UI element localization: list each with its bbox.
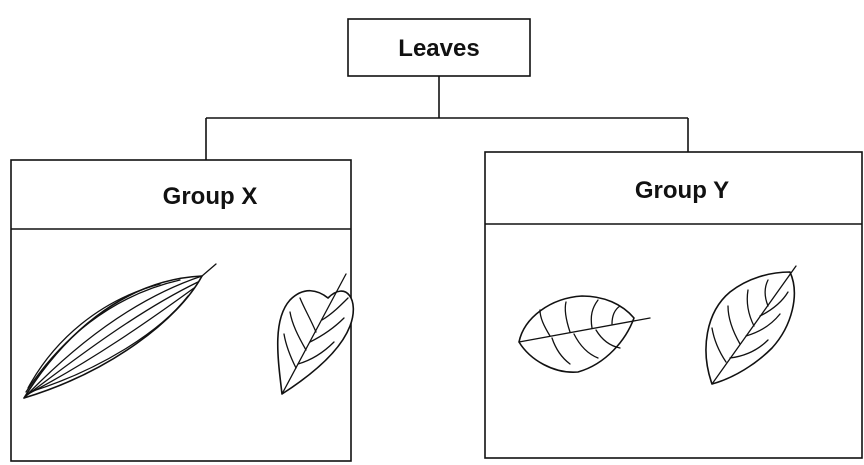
net-veined-heart-leaf-icon: [276, 273, 355, 395]
parallel-veined-leaf-icon: [23, 263, 217, 399]
net-veined-oval-leaf-icon: [518, 295, 651, 373]
group-y-label: Group Y: [635, 177, 729, 204]
group-x-label: Group X: [163, 183, 258, 210]
root-label: Leaves: [398, 35, 479, 62]
root-node: Leaves: [347, 18, 531, 77]
tree-connectors: [205, 76, 689, 160]
group-y-panel: Group Y: [484, 151, 863, 459]
group-x-panel: Group X: [10, 159, 355, 462]
net-veined-pointed-leaf-icon: [705, 265, 797, 385]
